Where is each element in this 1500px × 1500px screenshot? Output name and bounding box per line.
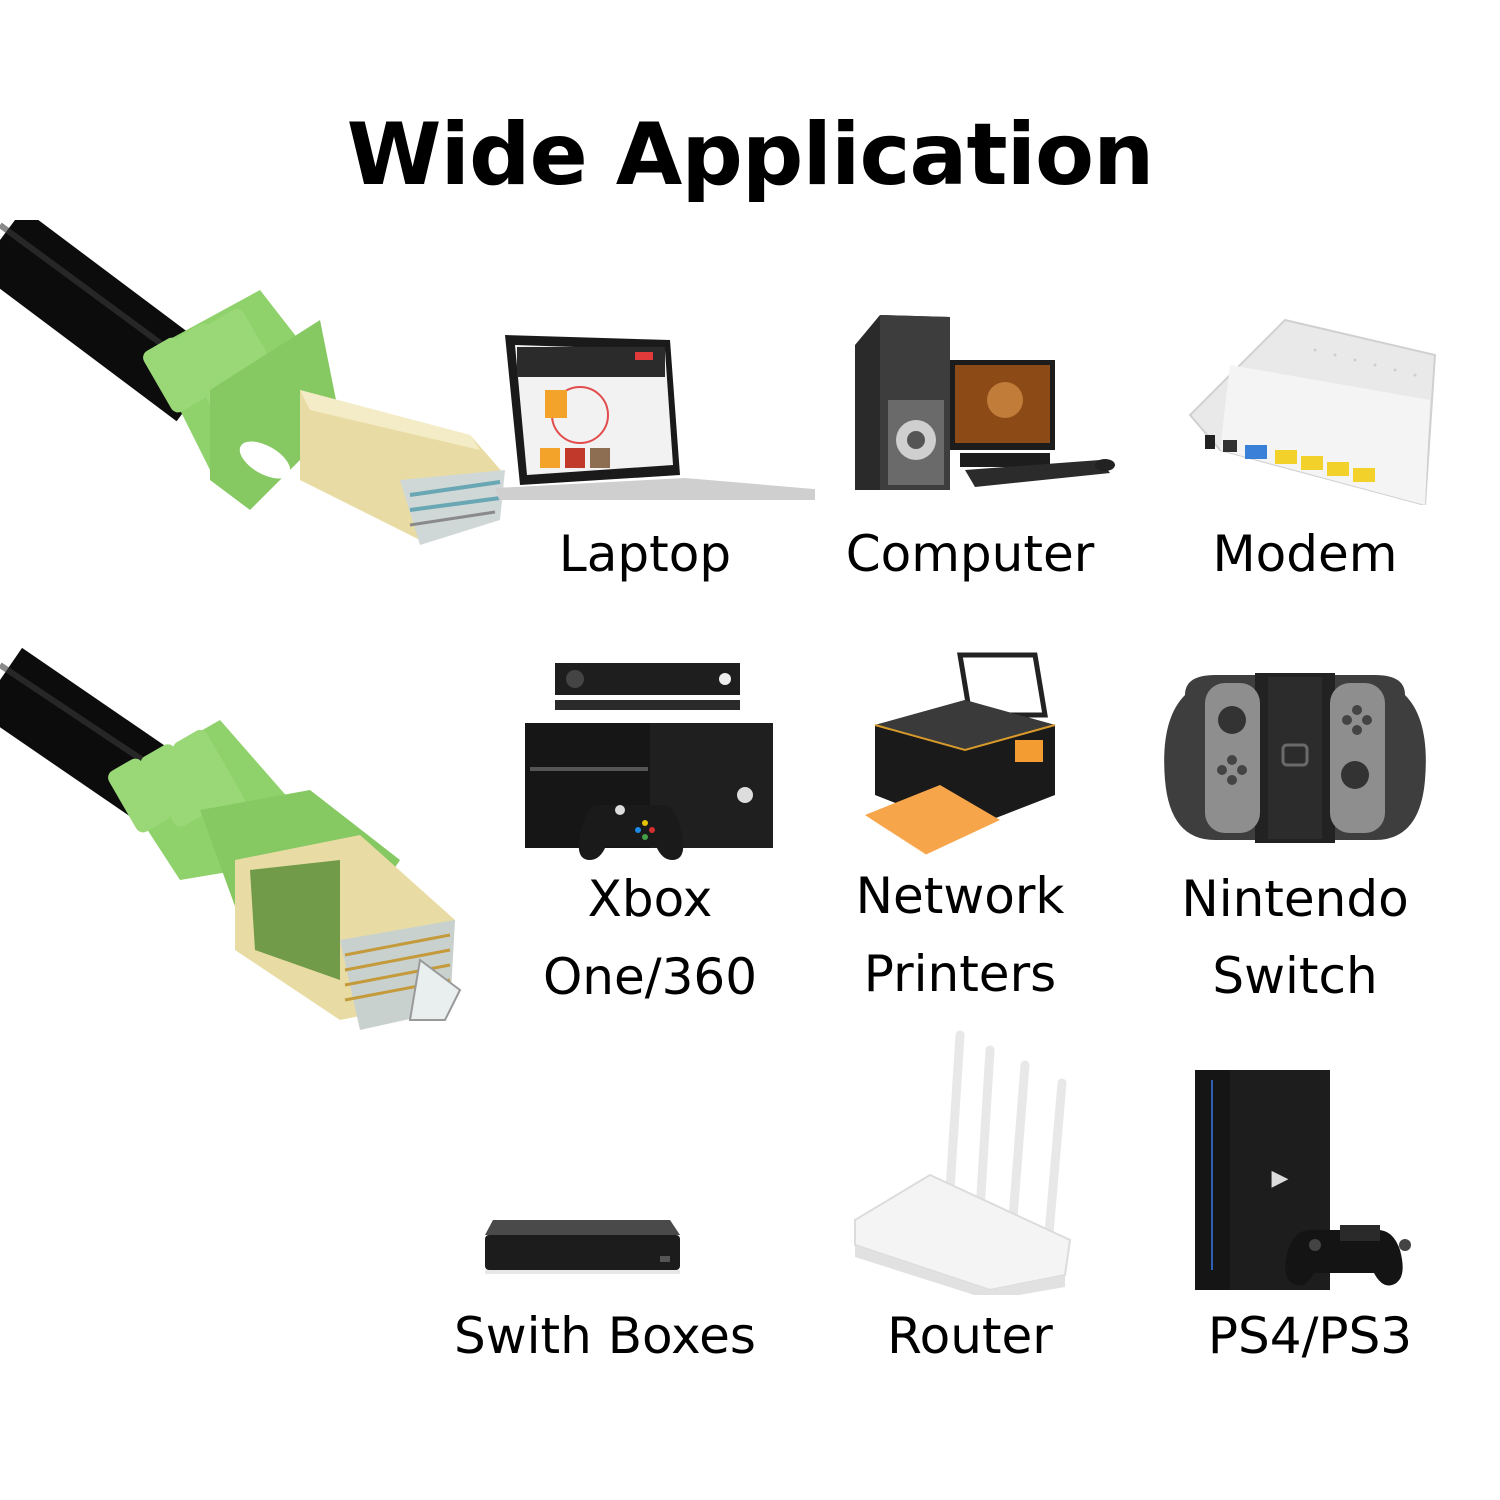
device-label: Printers <box>863 945 1057 1003</box>
ethernet-cable-icon <box>0 220 520 1160</box>
device-label: Network <box>855 867 1065 925</box>
device-label: Nintendo <box>1181 870 1409 928</box>
device-label: Modem <box>1212 525 1398 583</box>
laptop-icon <box>475 320 815 500</box>
device-label: Laptop <box>558 525 732 583</box>
device-label: Xbox <box>587 870 713 928</box>
svg-text:▶: ▶ <box>1272 1166 1289 1191</box>
desktop-computer-icon <box>800 305 1140 500</box>
printer-icon <box>790 645 1130 860</box>
device-label: Router <box>887 1307 1053 1365</box>
wifi-router-icon <box>800 1025 1140 1295</box>
xbox-console-icon <box>480 655 820 865</box>
device-label: Computer <box>845 525 1095 583</box>
playstation-console-icon: ▶ <box>1140 1065 1480 1295</box>
page-title: Wide Application <box>346 105 1155 205</box>
device-label: Swith Boxes <box>454 1307 756 1365</box>
device-label: PS4/PS3 <box>1207 1307 1413 1365</box>
switch-box-icon <box>435 1200 775 1290</box>
nintendo-switch-icon <box>1125 665 1465 850</box>
modem-icon <box>1135 310 1475 505</box>
device-label: One/360 <box>542 948 758 1006</box>
device-label: Switch <box>1212 947 1378 1005</box>
